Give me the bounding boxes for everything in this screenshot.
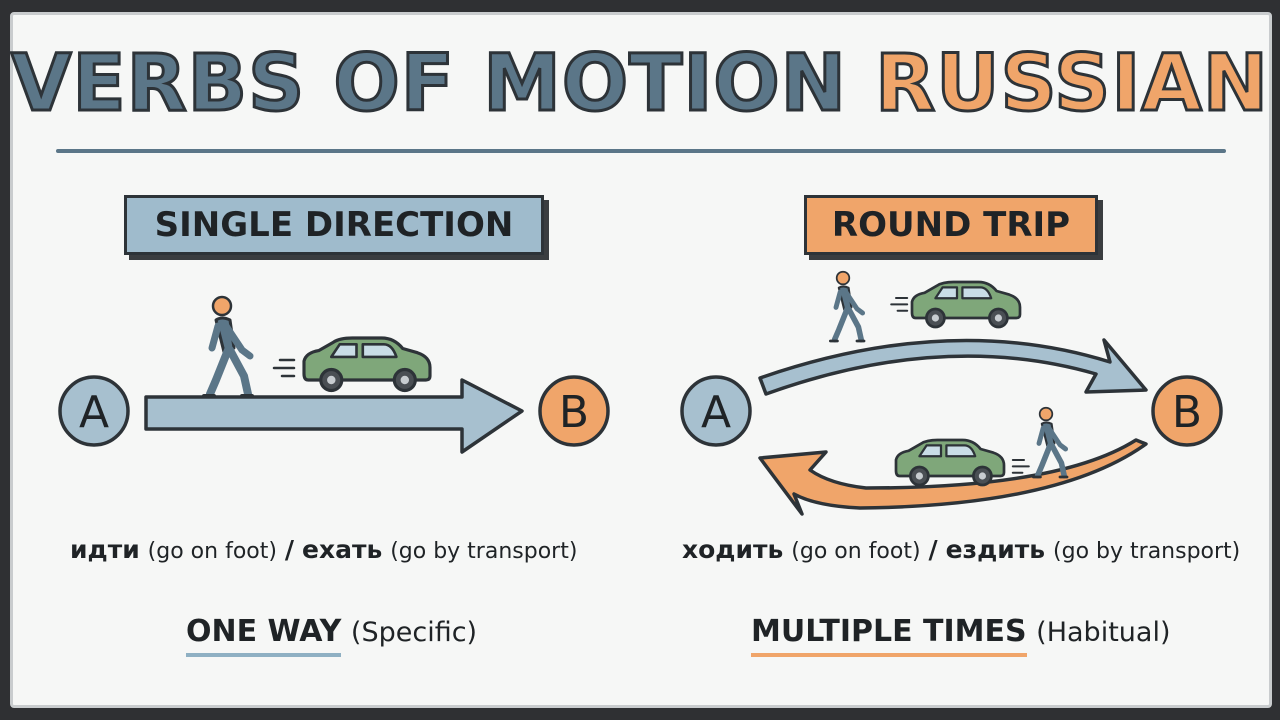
verb-ezdit: ездить (945, 535, 1046, 564)
point-b-marker-left: B (538, 375, 610, 447)
gloss-on-foot: (go on foot) (791, 539, 921, 564)
verb-separator: / (284, 535, 295, 564)
speed-lines-icon (1011, 458, 1030, 474)
verb-khodit: ходить (682, 535, 784, 564)
speed-lines-icon (272, 358, 296, 378)
point-a-label-right: A (701, 387, 731, 438)
speed-lines-icon (890, 296, 909, 312)
multiple-times-key: MULTIPLE TIMES (751, 614, 1027, 657)
point-a-marker-left: A (58, 375, 130, 447)
title-main: VERBS OF MOTION (9, 38, 847, 131)
page-title: VERBS OF MOTION RUSSIAN (0, 34, 1280, 134)
multiple-times-note: (Habitual) (1036, 617, 1171, 648)
car-icon (302, 336, 432, 393)
car-icon (894, 438, 1006, 487)
title-accent: RUSSIAN (874, 38, 1270, 131)
one-way-key: ONE WAY (186, 614, 342, 657)
return-arrow-icon (758, 438, 1148, 516)
car-icon (910, 280, 1022, 329)
verb-separator: / (928, 535, 938, 564)
verb-ekhat: ехать (302, 535, 383, 564)
multiple-times-summary: MULTIPLE TIMES (Habitual) (751, 614, 1170, 657)
one-way-summary: ONE WAY (Specific) (186, 614, 477, 657)
point-b-label-right: B (1172, 387, 1202, 438)
walking-person-icon (204, 297, 252, 396)
one-way-note: (Specific) (350, 617, 478, 648)
title-divider (56, 149, 1226, 153)
point-b-label-left: B (559, 387, 589, 438)
walking-person-icon (1033, 408, 1067, 477)
point-a-marker-right: A (680, 375, 752, 447)
point-b-marker-right: B (1151, 375, 1223, 447)
point-a-label-left: A (79, 387, 109, 438)
single-direction-label: SINGLE DIRECTION (124, 195, 544, 255)
gloss-by-transport: (go by transport) (390, 539, 578, 564)
gloss-on-foot: (go on foot) (147, 539, 277, 564)
single-direction-verbs: идти (go on foot) / ехать (go by transpo… (70, 535, 577, 564)
verb-idti: идти (70, 535, 140, 564)
one-way-arrow-icon (144, 378, 524, 454)
round-trip-verbs: ходить (go on foot) / ездить (go by tran… (682, 535, 1240, 564)
outbound-arrow-icon (758, 338, 1148, 396)
gloss-by-transport: (go by transport) (1053, 539, 1241, 564)
round-trip-label: ROUND TRIP (804, 195, 1098, 255)
walking-person-icon (830, 272, 864, 341)
